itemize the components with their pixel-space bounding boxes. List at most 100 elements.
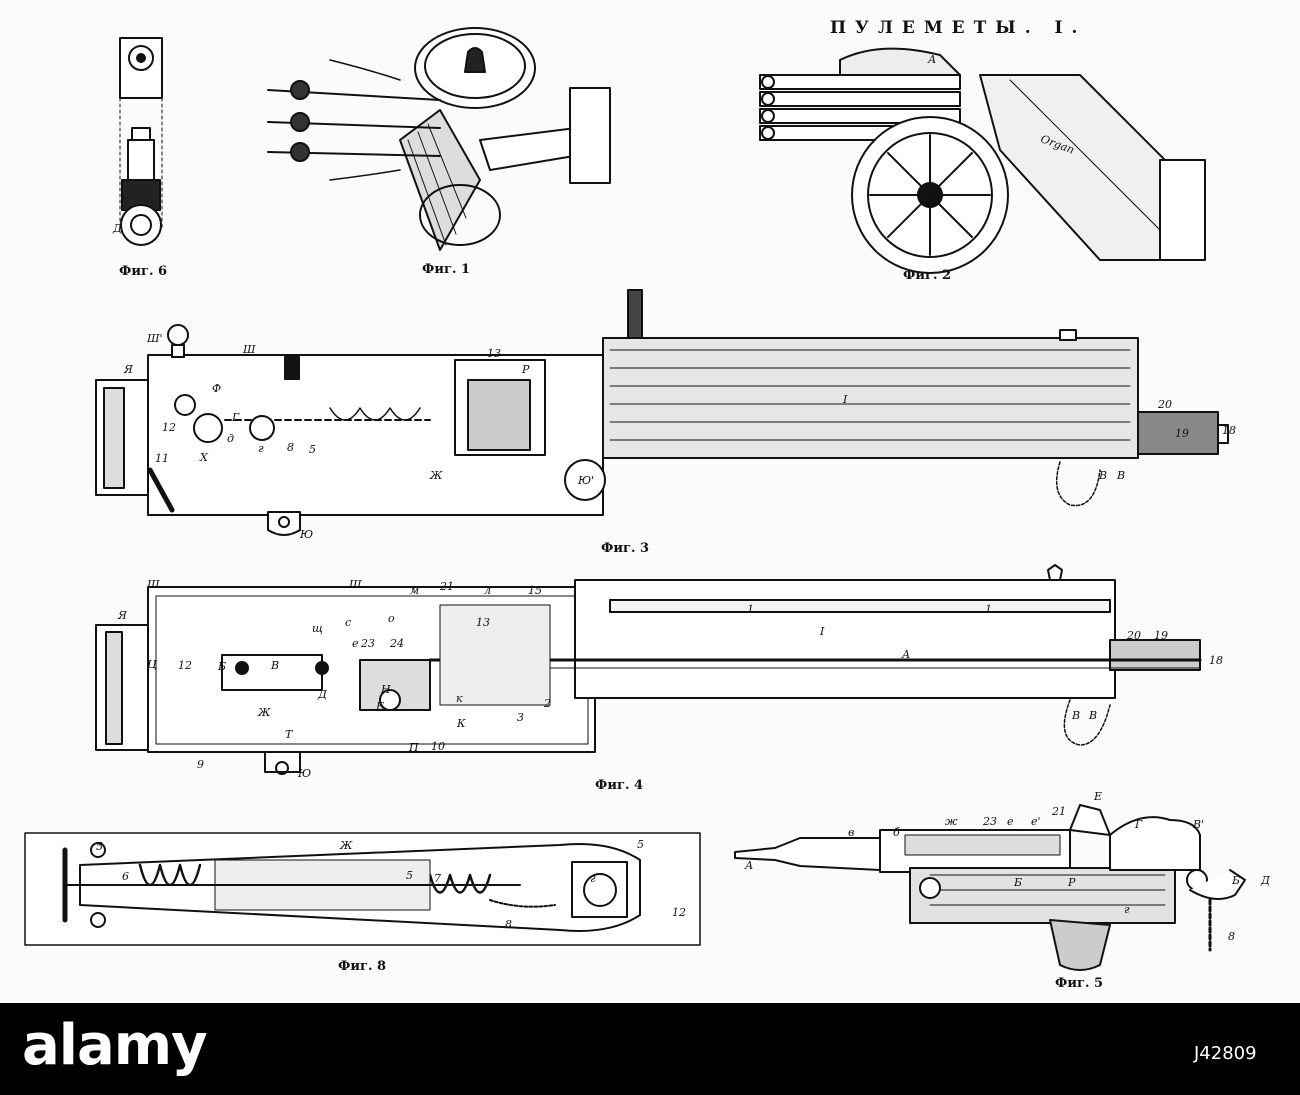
fig4-label: Ц [147, 658, 157, 671]
fig4-label: 2 [544, 697, 551, 710]
fig8-label: 5 [406, 869, 413, 882]
fig3-label: д [227, 432, 234, 445]
fig3-label: г [258, 442, 264, 455]
fig5-label: е' [1031, 815, 1041, 828]
fig4-drawing [95, 564, 1202, 775]
fig3-label: В [1117, 469, 1126, 482]
fig4-label: 10 [431, 740, 445, 753]
fig5-label: Б [1232, 874, 1241, 887]
fig3-label: Ю [300, 528, 314, 541]
fig4-label: В [1089, 709, 1098, 722]
fig5-label: В' [1193, 818, 1205, 831]
fig4-label: Ш [349, 578, 362, 591]
fig4-label: Н [381, 683, 391, 696]
fig3-label: Я [124, 363, 133, 376]
fig5-label: Б [1014, 876, 1023, 889]
fig4-label: щ [312, 622, 324, 635]
fig4-label: Ж [258, 706, 271, 719]
fig8-label: Ж [340, 839, 353, 852]
fig4-label: Б [218, 660, 227, 673]
fig3-label: 20 [1158, 398, 1172, 411]
fig6-label: Д [113, 222, 122, 235]
fig4-label: Т [285, 728, 293, 741]
fig4-label: 3 [517, 711, 524, 724]
fig3-label: Ж [430, 469, 443, 482]
fig5-caption: Фиг. 5 [1055, 976, 1104, 991]
fig4-label: Д [318, 688, 327, 701]
fig3-label: 19 [1175, 427, 1189, 440]
fig3-label: I [843, 393, 848, 406]
fig4-label: 20 [1127, 629, 1141, 642]
fig3-label: Ш [243, 343, 256, 356]
fig5-label: Е [1094, 790, 1103, 803]
fig3-label: 18 [1222, 424, 1236, 437]
fig4-label: с [345, 616, 352, 629]
fig4-label: о [388, 612, 395, 625]
fig4-label: 12 [178, 659, 192, 672]
alamy-logo: alamy [22, 1013, 208, 1078]
fig5-drawing [734, 804, 1246, 971]
fig3-label: 11 [155, 452, 169, 465]
fig3-label: Ф [212, 382, 222, 395]
fig4-label: 23 [361, 637, 375, 650]
fig3-label: В [1099, 469, 1108, 482]
fig4-label: I [820, 625, 825, 638]
fig4-label: к [456, 692, 463, 705]
fig3-label: Р [522, 363, 530, 376]
fig4-label: К [457, 717, 466, 730]
fig4-label: 1 [747, 603, 754, 616]
fig8-label: 6 [122, 870, 129, 883]
fig4-label: Ш [147, 578, 160, 591]
fig5-label: А [745, 859, 754, 872]
fig4-label: Ю [298, 767, 312, 780]
fig3-label: Ю' [578, 474, 595, 487]
fig4-label: А [902, 648, 911, 661]
fig4-caption: Фиг. 4 [595, 778, 644, 793]
fig3-label: 13 [487, 347, 501, 360]
fig2-caption: Фиг. 2 [903, 268, 952, 283]
fig4-label: м [410, 584, 420, 597]
fig4-label: л [484, 584, 492, 597]
fig4-label: 1 [985, 603, 992, 616]
fig4-label: 15 [528, 584, 542, 597]
fig5-label: Р [1068, 876, 1076, 889]
fig4-label: Е [376, 700, 385, 713]
fig5-label: 8 [1228, 930, 1235, 943]
engraving-plate: ПУЛЕМЕТЫ. I. Фиг. 6 Фиг. 1 Фиг. 2 Фиг. 3… [24, 18, 1270, 991]
fig4-label: 24 [390, 637, 404, 650]
fig4-label: 19 [1154, 629, 1168, 642]
fig5-label: ж [945, 815, 958, 828]
fig4-label: Я [118, 609, 127, 622]
fig1-caption: Фиг. 1 [422, 262, 471, 277]
fig3-drawing [95, 289, 1229, 536]
fig4-label: 21 [440, 580, 454, 593]
fig3-label: 5 [309, 443, 316, 456]
fig4-label: В [271, 659, 280, 672]
fig3-label: 12 [162, 421, 176, 434]
fig8-label: г [590, 872, 596, 885]
fig5-label: Д [1261, 874, 1270, 887]
fig3-caption: Фиг. 3 [601, 541, 650, 556]
fig5-label: в [848, 826, 855, 839]
fig4-label: 9 [197, 758, 204, 771]
fig4-label: 18 [1209, 654, 1223, 667]
fig3-label: 8 [287, 441, 294, 454]
fig5-label: 23 [983, 815, 997, 828]
fig4-label: В [1072, 709, 1081, 722]
fig8-label: 5 [96, 840, 103, 853]
fig5-label: г [1124, 903, 1130, 916]
fig2-label: А [928, 53, 937, 66]
fig3-label: Ш' [147, 332, 163, 345]
fig6-caption: Фиг. 6 [119, 264, 168, 279]
plate-drawings [24, 27, 1246, 971]
fig4-label: 13 [476, 616, 490, 629]
fig5-label: 21 [1052, 805, 1066, 818]
fig8-drawing [24, 832, 701, 946]
fig5-label: б [893, 826, 900, 839]
fig2-drawing [759, 47, 1206, 274]
fig4-label: П [409, 741, 419, 754]
plate-title: ПУЛЕМЕТЫ. I. [830, 18, 1087, 38]
fig3-label: Г [232, 411, 240, 424]
fig6-drawing [119, 37, 163, 246]
fig8-label: 5 [637, 838, 644, 851]
